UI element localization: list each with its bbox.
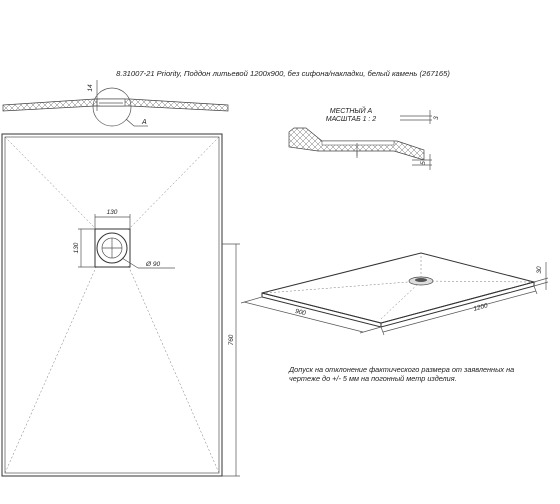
note-line1: Допуск на отклонение фактического размер… [288, 365, 514, 374]
iso-view: 900 1200 30 [240, 252, 549, 336]
detail-dim-top: 3 [433, 116, 440, 120]
tray-inner-outline [4, 136, 220, 474]
tray-outline [1, 133, 223, 477]
detail-dim-bottom: 5 [420, 161, 427, 165]
plan-dim-drain-diameter: Ø 90 [145, 261, 160, 268]
detail-title-line1: МЕСТНЫЙ А [330, 106, 373, 115]
drain-square [94, 228, 131, 268]
plan-dim-drain-width: 130 [107, 209, 118, 216]
plan-dim-length: 760 [228, 334, 235, 345]
iso-front-left-face [261, 292, 382, 328]
note-line2: чертеже до +/- 5 мм на погонный метр изд… [289, 374, 457, 383]
iso-dim-height: 30 [536, 266, 543, 274]
drain-outer-circle [96, 232, 128, 264]
detail-title-line2: МАСШТАБ 1 : 2 [326, 116, 377, 123]
detail-callout-circle [92, 87, 132, 127]
plan-dim-drain-height: 130 [73, 242, 80, 253]
iso-front-right-face [380, 281, 535, 328]
section-view: 14 A [2, 80, 229, 127]
detail-view: МЕСТНЫЙ А МАСШТАБ 1 : 2 3 5 [288, 106, 440, 170]
section-drain-cut [96, 98, 126, 107]
iso-dim-width: 900 [294, 308, 307, 318]
iso-dim-length: 1200 [473, 302, 489, 313]
plan-view: 130 130 Ø 90 760 [1, 133, 240, 477]
section-dim-height: 14 [87, 84, 94, 92]
drawing-title: 8.31007-21 Priority, Поддон литьевой 120… [116, 69, 450, 78]
detail-callout-label: A [141, 119, 147, 126]
